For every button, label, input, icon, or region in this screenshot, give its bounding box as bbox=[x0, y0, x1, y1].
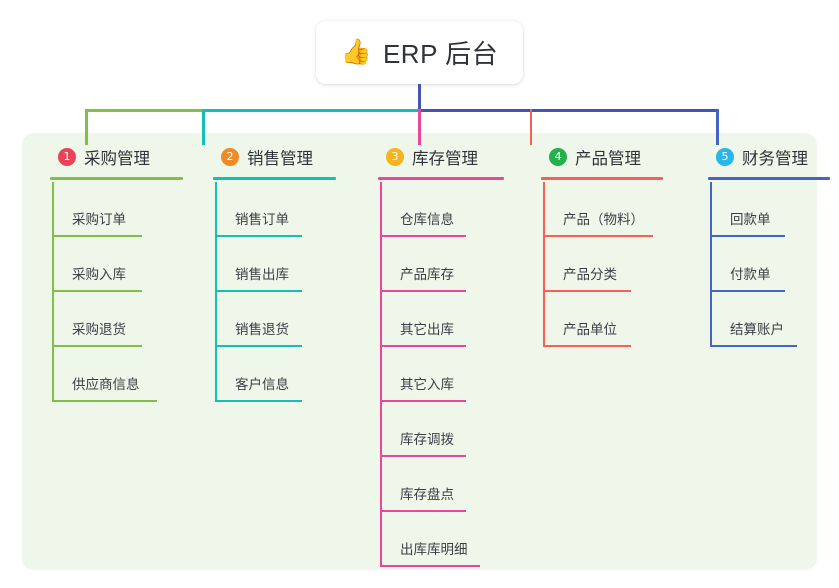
column-spine bbox=[710, 182, 712, 347]
connector-drop-pink bbox=[418, 109, 421, 145]
list-item-underline bbox=[217, 235, 302, 237]
list-item-underline bbox=[382, 565, 480, 567]
list-item-label: 客户信息 bbox=[235, 377, 289, 392]
list-item-label: 其它出库 bbox=[400, 322, 454, 337]
list-item-underline bbox=[54, 400, 157, 402]
column-title: 采购管理 bbox=[84, 150, 150, 168]
list-item-underline bbox=[54, 290, 142, 292]
list-item-label: 采购订单 bbox=[72, 212, 126, 227]
column-header-3[interactable]: 3 库存管理 bbox=[364, 146, 478, 168]
root-node[interactable]: 👍 ERP 后台 bbox=[316, 21, 523, 84]
column-header-1[interactable]: 1 采购管理 bbox=[36, 146, 150, 168]
column-spine bbox=[215, 182, 217, 402]
column-2: 2 销售管理销售订单销售出库销售退货客户信息 bbox=[199, 146, 336, 402]
list-item-underline bbox=[382, 235, 466, 237]
column-underline bbox=[708, 177, 830, 180]
column-badge-icon: 4 bbox=[549, 148, 567, 166]
column-spine bbox=[380, 182, 382, 567]
list-item-label: 其它入库 bbox=[400, 377, 454, 392]
list-item-label: 付款单 bbox=[730, 267, 771, 282]
list-item-label: 供应商信息 bbox=[72, 377, 140, 392]
connector-drop-teal bbox=[202, 109, 205, 145]
branches-panel bbox=[22, 133, 817, 570]
connector-drop-blue bbox=[716, 109, 719, 145]
column-underline bbox=[50, 177, 183, 180]
list-item-underline bbox=[382, 400, 466, 402]
column-badge-icon: 5 bbox=[716, 148, 734, 166]
column-5: 5 财务管理回款单付款单结算账户 bbox=[694, 146, 830, 347]
connector-drop-green bbox=[85, 109, 88, 145]
list-item-label: 产品单位 bbox=[563, 322, 617, 337]
list-item-label: 结算账户 bbox=[730, 322, 784, 337]
column-3: 3 库存管理仓库信息产品库存其它出库其它入库库存调拨库存盘点出库库明细 bbox=[364, 146, 504, 567]
list-item-label: 产品（物料） bbox=[563, 212, 644, 227]
column-title: 销售管理 bbox=[247, 150, 313, 168]
connector-trunk bbox=[418, 84, 421, 111]
column-spine bbox=[543, 182, 545, 347]
column-spine bbox=[52, 182, 54, 402]
list-item-underline bbox=[712, 290, 785, 292]
root-title: ERP 后台 bbox=[382, 39, 499, 69]
column-underline bbox=[213, 177, 336, 180]
column-1: 1 采购管理采购订单采购入库采购退货供应商信息 bbox=[36, 146, 183, 402]
list-item-underline bbox=[54, 345, 142, 347]
column-4: 4 产品管理产品（物料） 产品分类产品单位 bbox=[527, 146, 663, 347]
column-badge-icon: 1 bbox=[58, 148, 76, 166]
list-item-label: 销售出库 bbox=[235, 267, 289, 282]
list-item-underline bbox=[382, 290, 466, 292]
column-underline bbox=[378, 177, 504, 180]
connector-bus-indigo bbox=[418, 109, 718, 112]
list-item-label: 仓库信息 bbox=[400, 212, 454, 227]
list-item-label: 回款单 bbox=[730, 212, 771, 227]
column-header-2[interactable]: 2 销售管理 bbox=[199, 146, 313, 168]
list-item-underline bbox=[545, 235, 653, 237]
column-title: 产品管理 bbox=[575, 150, 641, 168]
connector-drop-red bbox=[530, 109, 532, 145]
list-item-underline bbox=[545, 345, 631, 347]
list-item-underline bbox=[382, 455, 466, 457]
list-item-underline bbox=[382, 510, 466, 512]
list-item-underline bbox=[217, 345, 302, 347]
column-underline bbox=[541, 177, 663, 180]
list-item-label: 出库库明细 bbox=[400, 542, 468, 557]
list-item-underline bbox=[712, 345, 797, 347]
column-title: 库存管理 bbox=[412, 150, 478, 168]
thumbs-up-icon: 👍 bbox=[340, 38, 372, 66]
list-item-label: 产品库存 bbox=[400, 267, 454, 282]
connector-bus-green bbox=[85, 109, 203, 112]
list-item-label: 采购入库 bbox=[72, 267, 126, 282]
list-item-label: 库存盘点 bbox=[400, 487, 454, 502]
list-item-underline bbox=[217, 290, 302, 292]
column-header-5[interactable]: 5 财务管理 bbox=[694, 146, 808, 168]
list-item-label: 采购退货 bbox=[72, 322, 126, 337]
column-badge-icon: 3 bbox=[386, 148, 404, 166]
list-item-underline bbox=[545, 290, 631, 292]
list-item-underline bbox=[382, 345, 466, 347]
column-title: 财务管理 bbox=[742, 150, 808, 168]
list-item-label: 销售退货 bbox=[235, 322, 289, 337]
column-header-4[interactable]: 4 产品管理 bbox=[527, 146, 641, 168]
list-item-underline bbox=[217, 400, 302, 402]
list-item-label: 销售订单 bbox=[235, 212, 289, 227]
list-item-label: 库存调拨 bbox=[400, 432, 454, 447]
column-badge-icon: 2 bbox=[221, 148, 239, 166]
list-item-underline bbox=[712, 235, 785, 237]
list-item-underline bbox=[54, 235, 142, 237]
connector-bus-teal bbox=[202, 109, 420, 112]
list-item-label: 产品分类 bbox=[563, 267, 617, 282]
